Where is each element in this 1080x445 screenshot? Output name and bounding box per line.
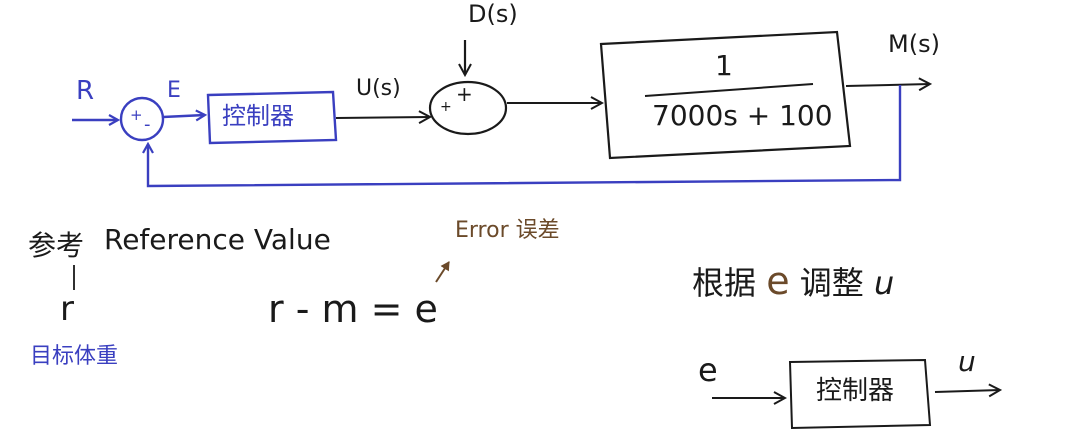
disturbance-label: D(s): [468, 0, 518, 28]
error-equation: r - m = e: [268, 287, 438, 331]
controller-block: [206, 90, 338, 145]
summing-junction-2: [428, 80, 508, 136]
rule-u: u: [873, 264, 895, 302]
mini-controller-block: [788, 358, 932, 430]
rule-prefix: 根据: [692, 264, 757, 302]
mini-output-label: u: [958, 345, 976, 378]
error-label-e: E: [167, 78, 181, 103]
plant-block: [599, 30, 852, 160]
summer1-minus: -: [144, 114, 151, 135]
rule-e: e: [766, 259, 790, 303]
summer2-left-sign: +: [440, 99, 452, 115]
control-signal-arrow: [335, 117, 430, 118]
mini-controller-label: 控制器: [816, 376, 895, 406]
input-label-r: R: [76, 76, 95, 106]
fraction-bar: [644, 83, 814, 97]
reference-cn: 参考: [28, 229, 85, 262]
reference-en: Reference Value: [104, 223, 331, 256]
error-annotation: Error 误差: [455, 218, 560, 243]
feedback-path: [148, 85, 902, 188]
summing-junction-1: [119, 96, 165, 142]
mini-output-arrow: [934, 390, 1000, 392]
plant-denominator: 7000s + 100: [652, 99, 833, 132]
error-annotation-arrow: [435, 261, 450, 283]
output-arrow: [845, 84, 930, 86]
r-symbol: r: [60, 289, 74, 329]
mini-input-label: e: [698, 351, 718, 389]
summer2-top-sign: +: [456, 82, 473, 106]
control-signal-label: U(s): [356, 76, 401, 101]
summer1-plus: +: [130, 106, 143, 124]
plant-numerator: 1: [715, 49, 733, 82]
target-weight-cn: 目标体重: [30, 344, 119, 369]
output-label: M(s): [888, 30, 940, 58]
rule-suffix: 调整: [799, 264, 864, 302]
controller-label: 控制器: [222, 102, 294, 130]
rule-text: 根据 e 调整 u: [692, 262, 894, 300]
error-arrow: [162, 115, 205, 117]
